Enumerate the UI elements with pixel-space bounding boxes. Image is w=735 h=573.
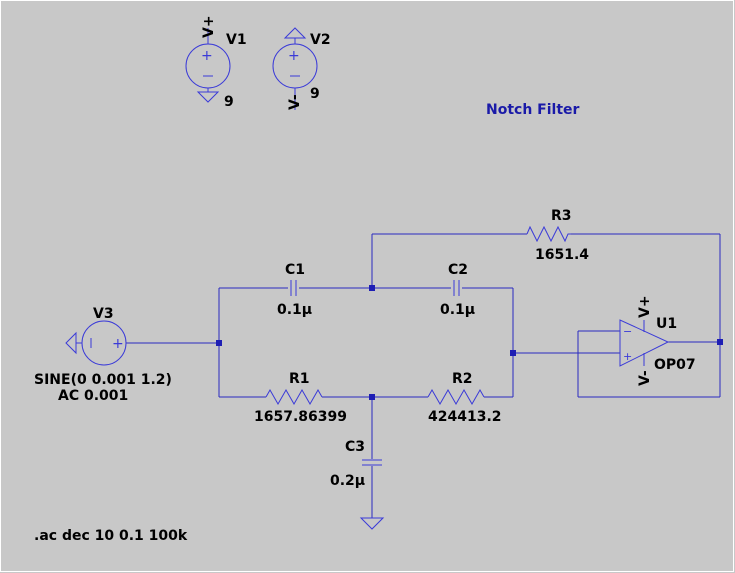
c3-name: C3 <box>345 439 365 455</box>
r3-value: 1651.4 <box>535 247 589 263</box>
opamp-name: U1 <box>656 316 677 332</box>
v3-value-line2: AC 0.001 <box>58 388 128 404</box>
c3-value: 0.2µ <box>330 473 365 489</box>
capacitor-c2[interactable] <box>453 280 460 296</box>
voltage-source-v3[interactable]: + <box>65 320 127 366</box>
junction-input <box>216 340 222 346</box>
opamp-model: OP07 <box>654 357 696 373</box>
opamp-minus-input-sign: − <box>623 325 632 338</box>
opamp-vminus-label: V- <box>637 370 653 386</box>
opamp-vplus-label: V+ <box>637 295 653 318</box>
v2-name: V2 <box>310 32 331 48</box>
v3-body <box>81 320 127 366</box>
v3-value-line1: SINE(0 0.001 1.2) <box>34 372 172 388</box>
capacitor-c1[interactable] <box>290 280 297 296</box>
capacitor-c3[interactable] <box>362 459 382 466</box>
v1-value: 9 <box>224 94 234 110</box>
c3-ground-icon <box>359 517 385 530</box>
v2-value: 9 <box>310 86 320 102</box>
c2-name: C2 <box>448 262 468 278</box>
voltage-source-v1[interactable]: + <box>185 28 231 103</box>
r1-name: R1 <box>289 371 310 387</box>
v2-plus-sign: + <box>288 48 300 64</box>
wires <box>126 233 721 518</box>
c2-value: 0.1µ <box>440 302 475 318</box>
c1-value: 0.1µ <box>277 302 312 318</box>
v1-node-label: V+ <box>201 15 217 38</box>
resistor-r2[interactable] <box>427 388 485 406</box>
v2-ground-icon <box>283 27 307 39</box>
r2-name: R2 <box>452 371 473 387</box>
opamp-plus-input-sign: + <box>623 350 632 363</box>
v1-plus-sign: + <box>201 48 213 64</box>
c1-name: C1 <box>285 262 305 278</box>
page-title: Notch Filter <box>486 102 580 118</box>
spice-directive[interactable]: .ac dec 10 0.1 100k <box>34 528 188 544</box>
v3-name: V3 <box>93 306 114 322</box>
r1-value: 1657.86399 <box>254 409 347 425</box>
junction-bottom <box>369 394 375 400</box>
resistor-r3[interactable] <box>526 225 571 243</box>
opamp-u1[interactable] <box>619 319 670 367</box>
junctions <box>216 285 723 400</box>
r3-name: R3 <box>551 208 572 224</box>
r2-value: 424413.2 <box>428 409 502 425</box>
v3-ground-icon <box>65 331 77 355</box>
junction-right <box>510 350 516 356</box>
resistor-r1[interactable] <box>265 388 323 406</box>
voltage-source-v2[interactable]: + <box>272 27 318 110</box>
v1-name: V1 <box>226 32 247 48</box>
junction-output <box>717 339 723 345</box>
v1-ground-icon <box>196 91 220 103</box>
v2-node-label: V- <box>287 94 303 110</box>
v3-plus-sign: + <box>112 336 124 352</box>
junction-top <box>369 285 375 291</box>
